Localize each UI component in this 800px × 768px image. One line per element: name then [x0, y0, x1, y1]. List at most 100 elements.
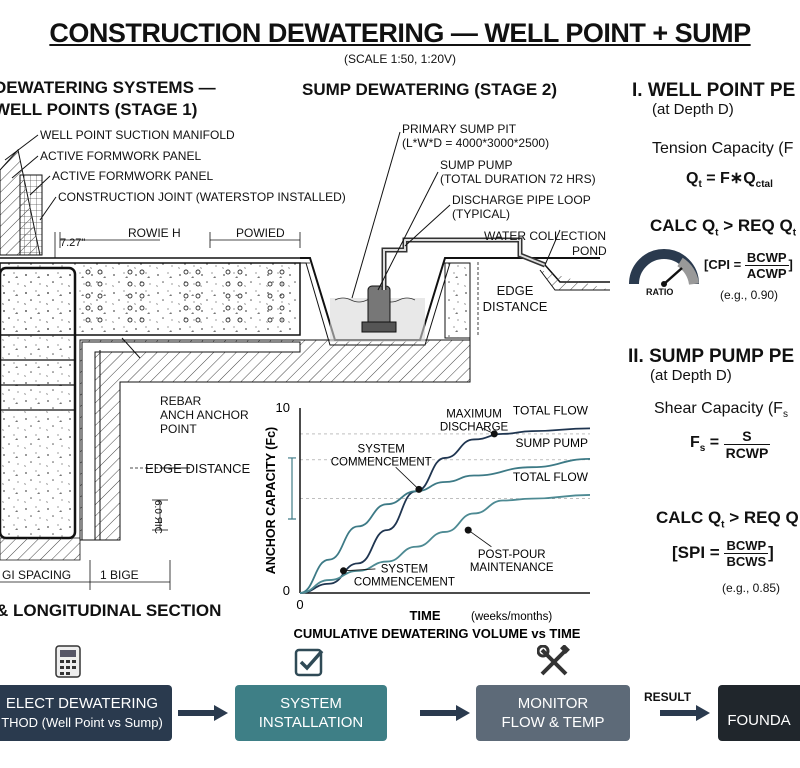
rebar-dot — [183, 269, 189, 275]
annotation-text-1-1: COMMENCEMENT — [331, 456, 432, 468]
checkbox-icon — [294, 648, 324, 677]
flow-arrow-2 — [420, 705, 470, 721]
rebar-dot — [85, 293, 91, 299]
rebar-dot — [225, 293, 231, 299]
rebar-dot — [195, 269, 201, 275]
rebar-dot — [237, 269, 243, 275]
rebar-dot — [85, 317, 91, 323]
x-axis-unit: (weeks/months) — [471, 611, 552, 623]
annotation-text-2-0: SYSTEM — [381, 564, 428, 576]
sump-heading: SUMP DEWATERING (STAGE 2) — [302, 80, 558, 99]
annotation-text-3-1: MAINTENANCE — [470, 562, 554, 574]
series-label-1: SUMP PUMP — [516, 436, 588, 450]
y-tick-0: 0 — [283, 583, 290, 598]
rebar-dot — [237, 281, 243, 287]
rebar-dot — [85, 281, 91, 287]
rebar-dot — [267, 281, 273, 287]
well-tension-capacity: Tension Capacity (F — [652, 140, 794, 157]
x-axis-label: TIME — [409, 608, 440, 623]
rebar-dot — [267, 305, 273, 311]
label-pipe-1: DISCHARGE PIPE LOOP — [452, 193, 591, 207]
y-tick-10: 10 — [276, 400, 290, 415]
rebar-dot — [183, 305, 189, 311]
rebar-dot — [183, 281, 189, 287]
x-tick-0: 0 — [296, 597, 303, 612]
annotation-text-1-0: SYSTEM — [358, 443, 405, 455]
sump-pump-perf-heading: II. SUMP PUMP PE — [628, 346, 795, 367]
rebar-dot — [183, 317, 189, 323]
rebar-dot — [85, 269, 91, 275]
label-powied: POWIED — [236, 226, 285, 240]
label-edge-2: DISTANCE — [482, 299, 548, 314]
well-formula: Qt = F∗Qctal — [686, 170, 773, 191]
annotation-leader-0 — [482, 427, 495, 435]
label-pump-1: SUMP PUMP — [440, 158, 513, 172]
spi-example: (e.g., 0.85) — [722, 581, 781, 595]
label-formwork-2: ACTIVE FORMWORK PANEL — [52, 169, 214, 183]
rebar-dot — [195, 293, 201, 299]
rebar-dot — [97, 293, 103, 299]
rebar-dot — [279, 317, 285, 323]
longitudinal-section-title: & LONGITUDINAL SECTION — [0, 601, 222, 620]
label-rebar-1: REBAR — [160, 394, 202, 408]
well-calc: CALC Qt > REQ Qt — [650, 216, 797, 239]
rebar-dot — [195, 305, 201, 311]
flow-arrow-3 — [660, 705, 710, 721]
rebar-dot — [139, 281, 145, 287]
rebar-dot — [139, 293, 145, 299]
sump-depth-note: (at Depth D) — [650, 367, 732, 384]
label-pit-2: (L*W*D = 4000*3000*2500) — [402, 136, 550, 150]
series-line-2 — [299, 494, 591, 594]
rebar-dot — [127, 305, 133, 311]
label-rebar-3: POINT — [160, 422, 197, 436]
rebar-dot — [139, 269, 145, 275]
page-title: CONSTRUCTION DEWATERING — WELL POINT + S… — [49, 18, 751, 48]
annotation-text-3-0: POST-POUR — [478, 549, 546, 561]
rebar-dot — [225, 317, 231, 323]
result-label: RESULT — [644, 690, 692, 704]
rebar-dot — [139, 305, 145, 311]
rebar-dot — [97, 269, 103, 275]
annotation-text-2-1: COMMENCEMENT — [354, 577, 455, 589]
rebar-dot — [225, 281, 231, 287]
series-label-2: TOTAL FLOW — [513, 470, 589, 484]
rebar-dot — [225, 305, 231, 311]
label-edge-distance: EDGE DISTANCE — [145, 461, 251, 476]
sump-calc: CALC Qt > REQ Q — [656, 508, 799, 531]
label-manifold: WELL POINT SUCTION MANIFOLD — [40, 128, 235, 142]
scale-note: (SCALE 1:50, 1:20V) — [343, 52, 457, 66]
label-gi-spacing: GI SPACING — [2, 568, 72, 582]
section-drawing — [0, 131, 610, 590]
well-heading-1: DEWATERING SYSTEMS — — [0, 78, 216, 97]
label-rowie: ROWIE H — [128, 226, 181, 240]
ratio-label: RATIO — [646, 287, 674, 297]
rebar-dot — [279, 269, 285, 275]
label-pipe-2: (TYPICAL) — [452, 207, 511, 221]
rebar-dot — [139, 317, 145, 323]
label-pit-1: PRIMARY SUMP PIT — [402, 122, 517, 136]
ratio-gauge-icon — [629, 249, 699, 287]
rebar-dot — [279, 305, 285, 311]
rebar-dot — [237, 305, 243, 311]
label-formwork-1: ACTIVE FORMWORK PANEL — [40, 149, 202, 163]
label-dim-727: 7.27" — [60, 237, 86, 249]
rebar-dot — [195, 317, 201, 323]
rebar-dot — [127, 293, 133, 299]
rebar-dot — [97, 281, 103, 287]
annotation-text-0-1: DISCHARGE — [440, 421, 509, 433]
rebar-dot — [267, 269, 273, 275]
rebar-dot — [97, 317, 103, 323]
rebar-dot — [279, 281, 285, 287]
label-pond-2: POND — [572, 244, 607, 258]
label-construction-joint: CONSTRUCTION JOINT (WATERSTOP INSTALLED) — [58, 190, 346, 204]
rebar-dot — [237, 317, 243, 323]
label-rotated-dim: 6.0 ЯIC — [152, 500, 163, 534]
tools-icon — [537, 645, 570, 676]
rebar-dot — [279, 293, 285, 299]
annotation-leader-2 — [343, 568, 376, 572]
flow-step-foundation[interactable]: FOUNDA — [718, 685, 800, 741]
